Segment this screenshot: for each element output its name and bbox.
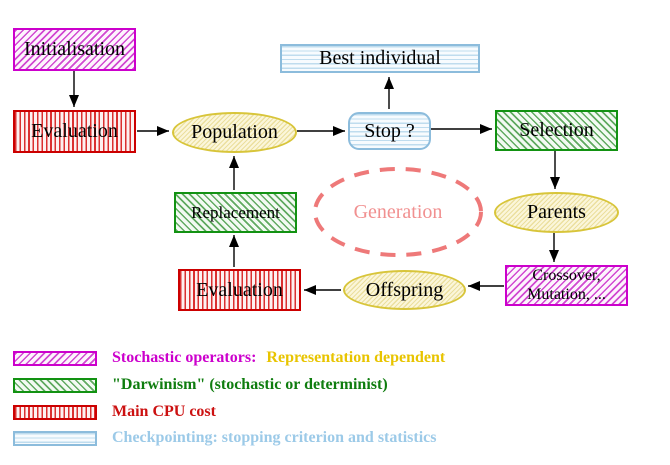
mutation-line: Mutation, ... [527,285,606,303]
legend-swatch-checkpointing [13,430,97,446]
node-evaluation-top: Evaluation [13,110,136,153]
legend-label-main-cpu-cost: Main CPU cost [112,403,216,420]
node-generation-label: Generation [353,200,443,223]
legend-label-stochastic-operators: Stochastic operators: [112,349,257,366]
node-parents: Parents [494,192,619,233]
node-population: Population [172,112,297,153]
legend-row-main-cpu-cost: Main CPU cost [13,403,216,421]
legend-row-darwinism: "Darwinism" (stochastic or determinist) [13,376,388,394]
legend-label-checkpointing: Checkpointing: stopping criterion and st… [112,429,437,446]
node-crossover-mutation: Crossover, Mutation, ... [505,265,628,306]
node-selection: Selection [495,110,618,151]
node-evaluation-bottom: Evaluation [178,269,301,311]
node-offspring: Offspring [343,270,466,310]
legend-row-checkpointing: Checkpointing: stopping criterion and st… [13,429,436,447]
node-best-individual: Best individual [280,44,480,73]
legend-swatch-main-cpu-cost [13,404,97,420]
legend-label-representation-dependent: Representation dependent [266,349,446,366]
legend-row-stochastic-operators: Stochastic operators: Representation dep… [13,349,445,367]
legend-swatch-darwinism [13,377,97,393]
node-stop: Stop ? [348,112,431,150]
node-initialisation: Initialisation [13,28,136,71]
legend-swatch-stochastic-operators [13,350,97,366]
crossover-line: Crossover, [532,267,601,285]
legend-label-darwinism: "Darwinism" (stochastic or determinist) [112,376,388,393]
node-replacement: Replacement [174,192,297,233]
